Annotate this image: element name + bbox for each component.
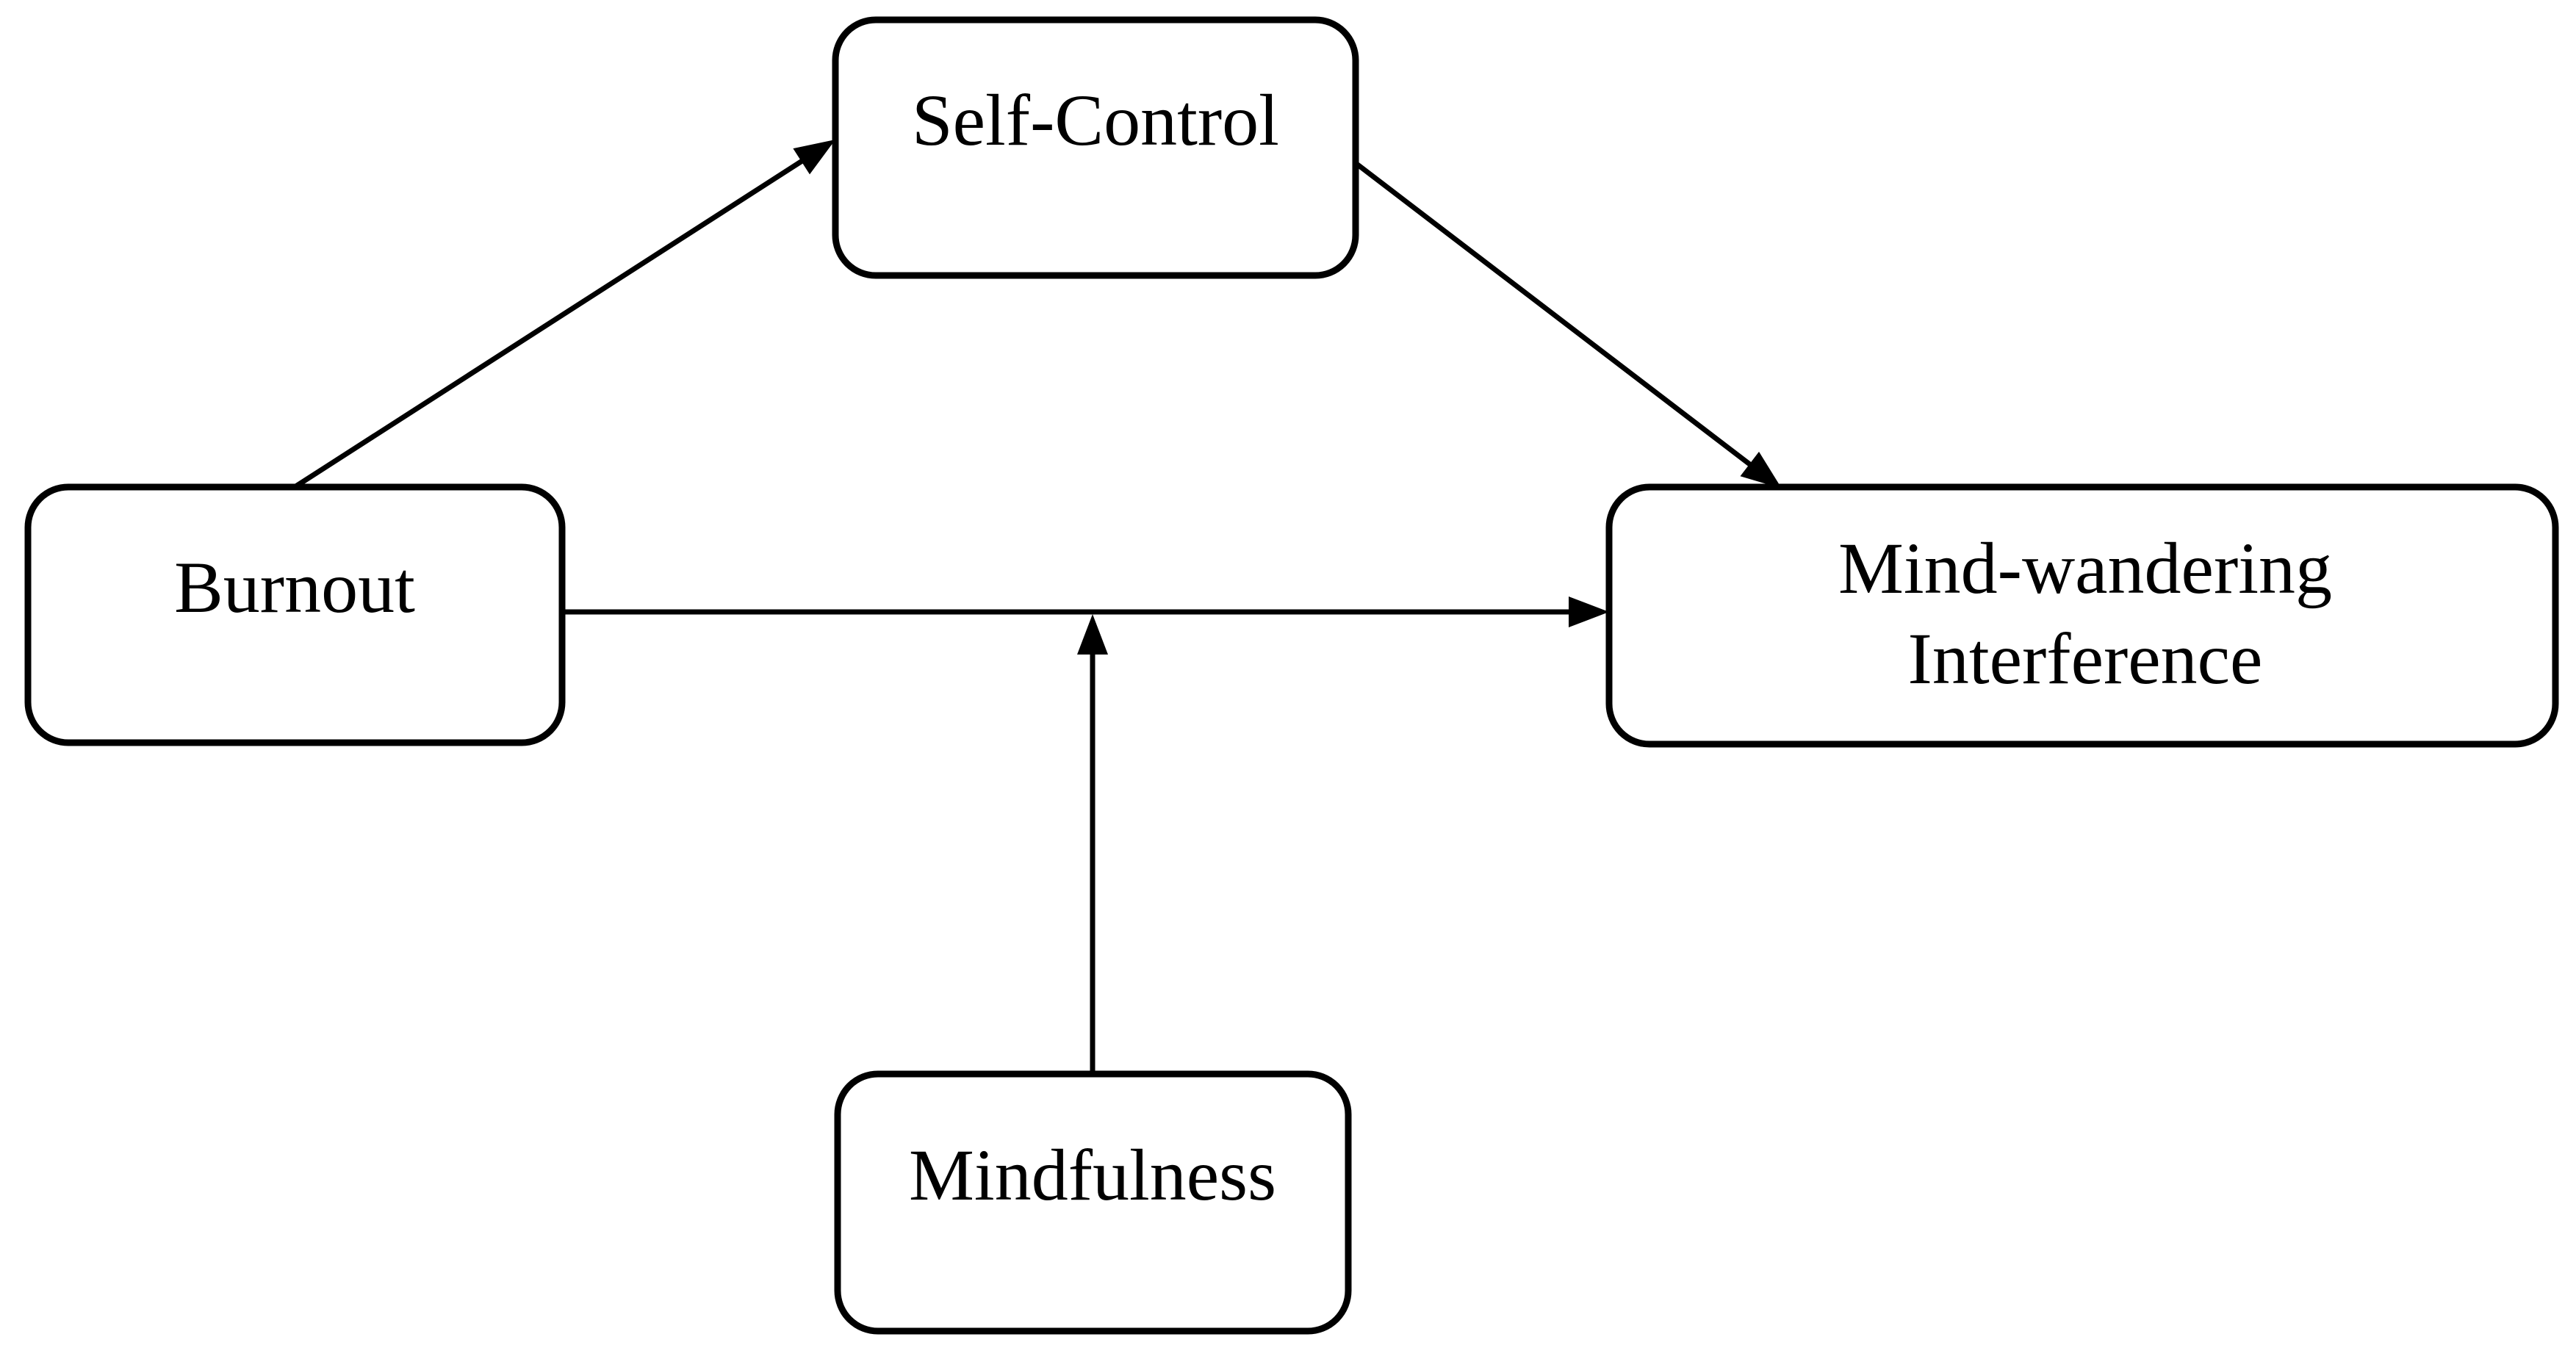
node-mindfulness: Mindfulness bbox=[834, 1070, 1352, 1335]
node-mind-wandering-label-line1: Mind-wandering bbox=[1838, 527, 2332, 609]
edge-self-control-to-mind-wandering-line bbox=[1353, 161, 1757, 470]
edge-mindfulness-moderation-arrowhead bbox=[1077, 614, 1108, 655]
node-burnout-label: Burnout bbox=[174, 547, 415, 628]
edge-burnout-to-self-control bbox=[293, 140, 835, 489]
node-self-control: Self-Control bbox=[832, 16, 1359, 279]
node-mind-wandering-interference: Mind-wandering Interference bbox=[1605, 483, 2559, 748]
node-mindfulness-box bbox=[834, 1070, 1352, 1335]
node-burnout: Burnout bbox=[24, 483, 566, 746]
node-burnout-box bbox=[24, 483, 566, 746]
edge-self-control-to-mind-wandering-arrowhead bbox=[1740, 451, 1782, 489]
edge-self-control-to-mind-wandering bbox=[1353, 161, 1782, 489]
node-mind-wandering-label-line2: Interference bbox=[1908, 618, 2263, 699]
edge-burnout-to-self-control-arrowhead bbox=[793, 140, 835, 175]
node-mindfulness-label: Mindfulness bbox=[909, 1134, 1276, 1216]
node-mind-wandering-interference-box bbox=[1605, 483, 2559, 748]
edge-burnout-to-mind-wandering bbox=[562, 596, 1609, 627]
node-self-control-box bbox=[832, 16, 1359, 279]
node-self-control-label: Self-Control bbox=[912, 79, 1279, 161]
edge-mindfulness-moderation bbox=[1077, 614, 1108, 1074]
edge-burnout-to-self-control-line bbox=[293, 156, 808, 489]
edge-burnout-to-mind-wandering-arrowhead bbox=[1569, 596, 1609, 627]
